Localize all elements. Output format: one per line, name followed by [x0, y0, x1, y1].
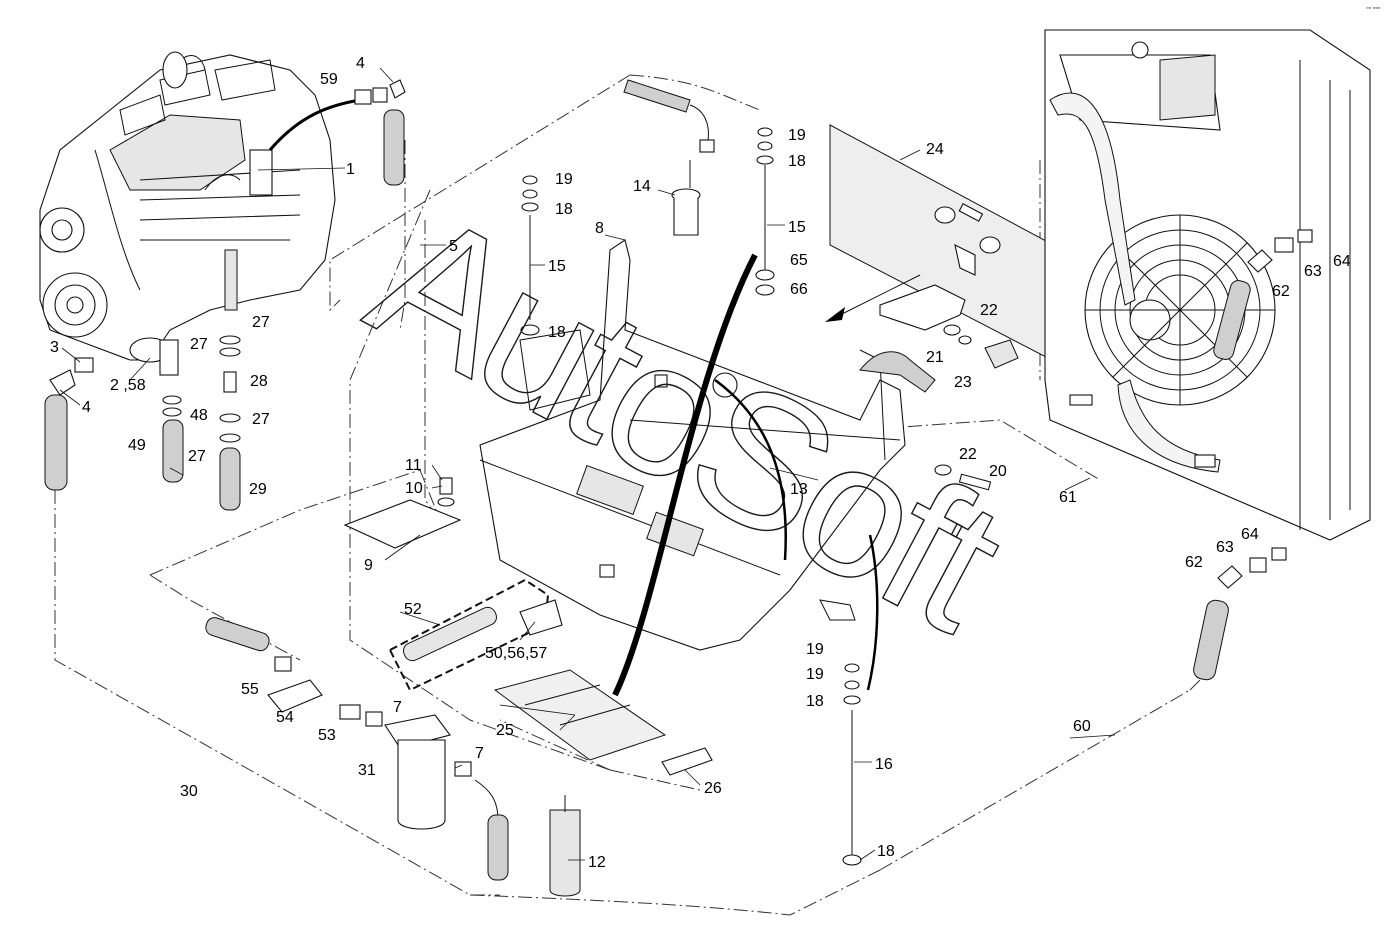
callout-16: 16: [875, 756, 893, 773]
tube-12: [549, 795, 581, 897]
bracket-group: [859, 284, 1019, 393]
callout-21: 21: [926, 349, 944, 366]
callout-60: 60: [1073, 718, 1091, 735]
callout-66: 66: [790, 281, 808, 298]
fitting-set-59-4: [354, 79, 406, 186]
callout-55: 55: [241, 681, 259, 698]
callout-63-lower: 63: [1216, 539, 1234, 556]
callout-27-d: 27: [188, 448, 206, 465]
callout-30: 30: [180, 783, 198, 800]
callout-27-b: 27: [190, 336, 208, 353]
watermark-stroke-3: [866, 534, 879, 691]
callout-3: 3: [50, 339, 59, 356]
engine-assembly: [39, 51, 336, 376]
watermark-stroke-2: [714, 378, 787, 561]
callout-62-upper: 62: [1272, 283, 1290, 300]
callout-5: 5: [449, 238, 458, 255]
callout-65: 65: [790, 252, 808, 269]
engine-hose-line: [268, 98, 361, 151]
kit-52: [388, 578, 563, 692]
callout-23: 23: [954, 374, 972, 391]
studs: [520, 127, 862, 866]
callout-48: 48: [190, 407, 208, 424]
callout-14: 14: [633, 178, 651, 195]
callout-19-a: 19: [555, 171, 573, 188]
callout-8: 8: [595, 220, 604, 237]
callout-28: 28: [250, 373, 268, 390]
callout-4-left: 4: [82, 399, 91, 416]
callout-labels: 1 2 ,58 3 4 4 5 7 7 8 9 10 11 12 13 14 1…: [50, 55, 1351, 871]
callout-50-56-57: 50,56,57: [485, 645, 547, 662]
fitting-set-3-4: [44, 357, 94, 491]
callout-7-upper: 7: [393, 699, 402, 716]
callout-18-e: 18: [877, 843, 895, 860]
callout-29: 29: [249, 481, 267, 498]
callout-1: 1: [346, 161, 355, 178]
callout-62-lower: 62: [1185, 554, 1203, 571]
callout-24: 24: [926, 141, 944, 158]
fitting-set-62-63-64-upper: [1213, 229, 1313, 360]
callout-19-d: 19: [806, 666, 824, 683]
callout-18-d: 18: [806, 693, 824, 710]
callout-18-a: 18: [555, 201, 573, 218]
callout-10: 10: [405, 480, 423, 497]
watermark-stroke: [612, 253, 758, 697]
upper-hose: [623, 79, 715, 153]
cover-plate-9: [343, 477, 462, 549]
breather-14: [671, 160, 701, 236]
bolt-20: [934, 464, 992, 491]
callout-19-c: 19: [806, 641, 824, 658]
callout-59: 59: [320, 71, 338, 88]
callout-11: 11: [405, 457, 422, 474]
callout-7-lower: 7: [475, 745, 484, 762]
radiator-assembly: [1044, 29, 1371, 541]
corner-mark: ▫▫ ▫▫▫: [1366, 5, 1380, 12]
callout-63-upper: 63: [1304, 263, 1322, 280]
callout-22-upper: 22: [980, 302, 998, 319]
filter-31: [384, 714, 509, 881]
callout-27-c: 27: [252, 411, 270, 428]
callout-22-lower: 22: [959, 446, 977, 463]
fitting-set-62-63-64-lower: [1193, 547, 1287, 681]
callout-64-lower: 64: [1241, 526, 1259, 543]
callout-15-right: 15: [788, 219, 806, 236]
callout-19-b: 19: [788, 127, 806, 144]
small-hose-group: [162, 335, 241, 511]
callout-15-left: 15: [548, 258, 566, 275]
callout-13: 13: [790, 481, 808, 498]
panel-arrow-head: [825, 307, 845, 322]
callout-12: 12: [588, 854, 606, 871]
pads-25: [493, 669, 667, 761]
callout-52: 52: [404, 601, 422, 618]
callout-2-58: 2 ,58: [110, 377, 146, 394]
callout-31: 31: [358, 762, 376, 779]
callout-27-a: 27: [252, 314, 270, 331]
mounting-frame: [479, 239, 906, 651]
callout-20: 20: [989, 463, 1007, 480]
callout-53: 53: [318, 727, 336, 744]
callout-54: 54: [276, 709, 294, 726]
callout-9: 9: [364, 557, 373, 574]
callout-18-c: 18: [788, 153, 806, 170]
panel-24: [829, 124, 1101, 386]
callout-26: 26: [704, 780, 722, 797]
callout-64-upper: 64: [1333, 253, 1351, 270]
callout-61: 61: [1059, 489, 1077, 506]
panel-arrow-line: [829, 274, 921, 321]
callout-4-top: 4: [356, 55, 365, 72]
callout-25: 25: [496, 722, 514, 739]
part-26: [661, 747, 713, 776]
callout-18-b: 18: [548, 324, 566, 341]
leader-lines: [59, 67, 1116, 861]
callout-49: 49: [128, 437, 146, 454]
lower-hose-assembly: [205, 617, 383, 727]
